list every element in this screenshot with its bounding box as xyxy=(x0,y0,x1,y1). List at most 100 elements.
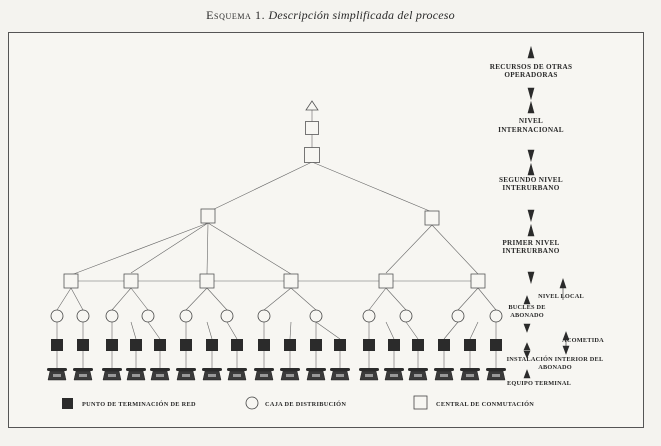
phone-dial xyxy=(312,374,320,377)
phone-icon xyxy=(73,368,93,381)
connection-line xyxy=(457,287,479,311)
connection-line xyxy=(315,321,341,340)
phone-icon xyxy=(486,368,506,381)
legend-caja-symbol xyxy=(245,396,259,410)
phone-handset xyxy=(384,368,404,371)
phone-handset xyxy=(434,368,454,371)
connection-line xyxy=(130,321,137,340)
termination-point xyxy=(77,339,89,351)
legend-caja-label: CAJA DE DISTRIBUCIÓN xyxy=(265,400,346,408)
phone-icon xyxy=(227,368,247,381)
diagram-frame xyxy=(8,32,644,428)
phone-dial xyxy=(492,374,500,377)
connection-line xyxy=(477,287,497,311)
termination-point xyxy=(490,339,502,351)
arrow-up-icon xyxy=(527,223,535,237)
phone-handset xyxy=(280,368,300,371)
switching-center xyxy=(63,273,79,289)
arrow-down-icon xyxy=(527,149,535,163)
level-recursos-line1: RECURSOS DE OTRAS xyxy=(490,63,573,71)
legend-punto-label: PUNTO DE TERMINACIÓN DE RED xyxy=(82,400,196,408)
phone-dial xyxy=(440,374,448,377)
switching-center xyxy=(424,210,440,226)
phone-icon xyxy=(150,368,170,381)
level-segundo-line1: SEGUNDO NIVEL xyxy=(499,176,563,184)
phone-icon xyxy=(47,368,67,381)
phone-dial xyxy=(156,374,164,377)
connection-line xyxy=(431,224,479,275)
level-arrows xyxy=(523,45,570,379)
phone-handset xyxy=(306,368,326,371)
connection-line xyxy=(130,222,209,274)
diagram-title: Esquema 1. Descripción simplificada del … xyxy=(0,8,661,23)
phone-dial xyxy=(208,374,216,377)
distribution-box xyxy=(309,309,323,323)
switching-center xyxy=(470,273,486,289)
level-primer-line2: INTERURBANO xyxy=(502,247,559,255)
connection-line xyxy=(185,287,208,311)
phone-icon xyxy=(306,368,326,381)
termination-point xyxy=(258,339,270,351)
phone-handset xyxy=(176,368,196,371)
phone-dial xyxy=(365,374,373,377)
connection-line xyxy=(385,287,407,311)
switching-center xyxy=(199,273,215,289)
connection-line xyxy=(207,161,313,213)
termination-point xyxy=(412,339,424,351)
connection-line xyxy=(368,287,387,311)
arrow-up-icon xyxy=(527,45,535,59)
termination-point xyxy=(438,339,450,351)
phone-icon xyxy=(330,368,350,381)
distribution-box xyxy=(179,309,193,323)
connection-line xyxy=(147,321,161,340)
phone-icon xyxy=(102,368,122,381)
arrow-down-icon xyxy=(523,350,531,359)
connection-line xyxy=(289,321,292,340)
connection-line xyxy=(263,287,292,311)
switching-center xyxy=(283,273,299,289)
legend-punto-symbol xyxy=(62,398,73,409)
arrow-down-icon xyxy=(527,87,535,101)
termination-point xyxy=(51,339,63,351)
switching-center xyxy=(304,147,320,163)
switching-center xyxy=(123,273,139,289)
distribution-box xyxy=(362,309,376,323)
distribution-box xyxy=(451,309,465,323)
phone-icon xyxy=(460,368,480,381)
phone-icon xyxy=(384,368,404,381)
phone-icon xyxy=(126,368,146,381)
title-label: Esquema 1. xyxy=(206,8,266,22)
legend-central-symbol xyxy=(413,395,428,410)
termination-point xyxy=(363,339,375,351)
phone-dial xyxy=(79,374,87,377)
arrow-down-icon xyxy=(527,209,535,223)
phone-icon xyxy=(280,368,300,381)
arrow-down-icon xyxy=(527,271,535,285)
distribution-box xyxy=(489,309,503,323)
distribution-box xyxy=(76,309,90,323)
phone-dial xyxy=(286,374,294,377)
arrow-down-icon xyxy=(523,323,531,333)
network-nodes xyxy=(47,100,506,381)
level-bucles-line1: BUCLES DE xyxy=(508,304,545,311)
phone-handset xyxy=(486,368,506,371)
connection-line xyxy=(385,321,395,340)
arrow-down-icon xyxy=(562,345,570,355)
arrow-down-icon xyxy=(523,369,531,379)
arrow-up-icon xyxy=(559,278,567,289)
level-bucles-line2: ABONADO xyxy=(510,312,544,319)
level-segundo-line2: INTERURBANO xyxy=(502,184,559,192)
legend: PUNTO DE TERMINACIÓN DE RED CAJA DE DIST… xyxy=(62,395,534,410)
termination-point xyxy=(231,339,243,351)
connection-line xyxy=(111,287,132,311)
distribution-box xyxy=(50,309,64,323)
phone-handset xyxy=(359,368,379,371)
phone-dial xyxy=(108,374,116,377)
phone-handset xyxy=(73,368,93,371)
phone-icon xyxy=(202,368,222,381)
connection-line xyxy=(226,321,238,340)
phone-dial xyxy=(182,374,190,377)
arrow-up-icon xyxy=(527,100,535,114)
connection-line xyxy=(405,321,419,340)
